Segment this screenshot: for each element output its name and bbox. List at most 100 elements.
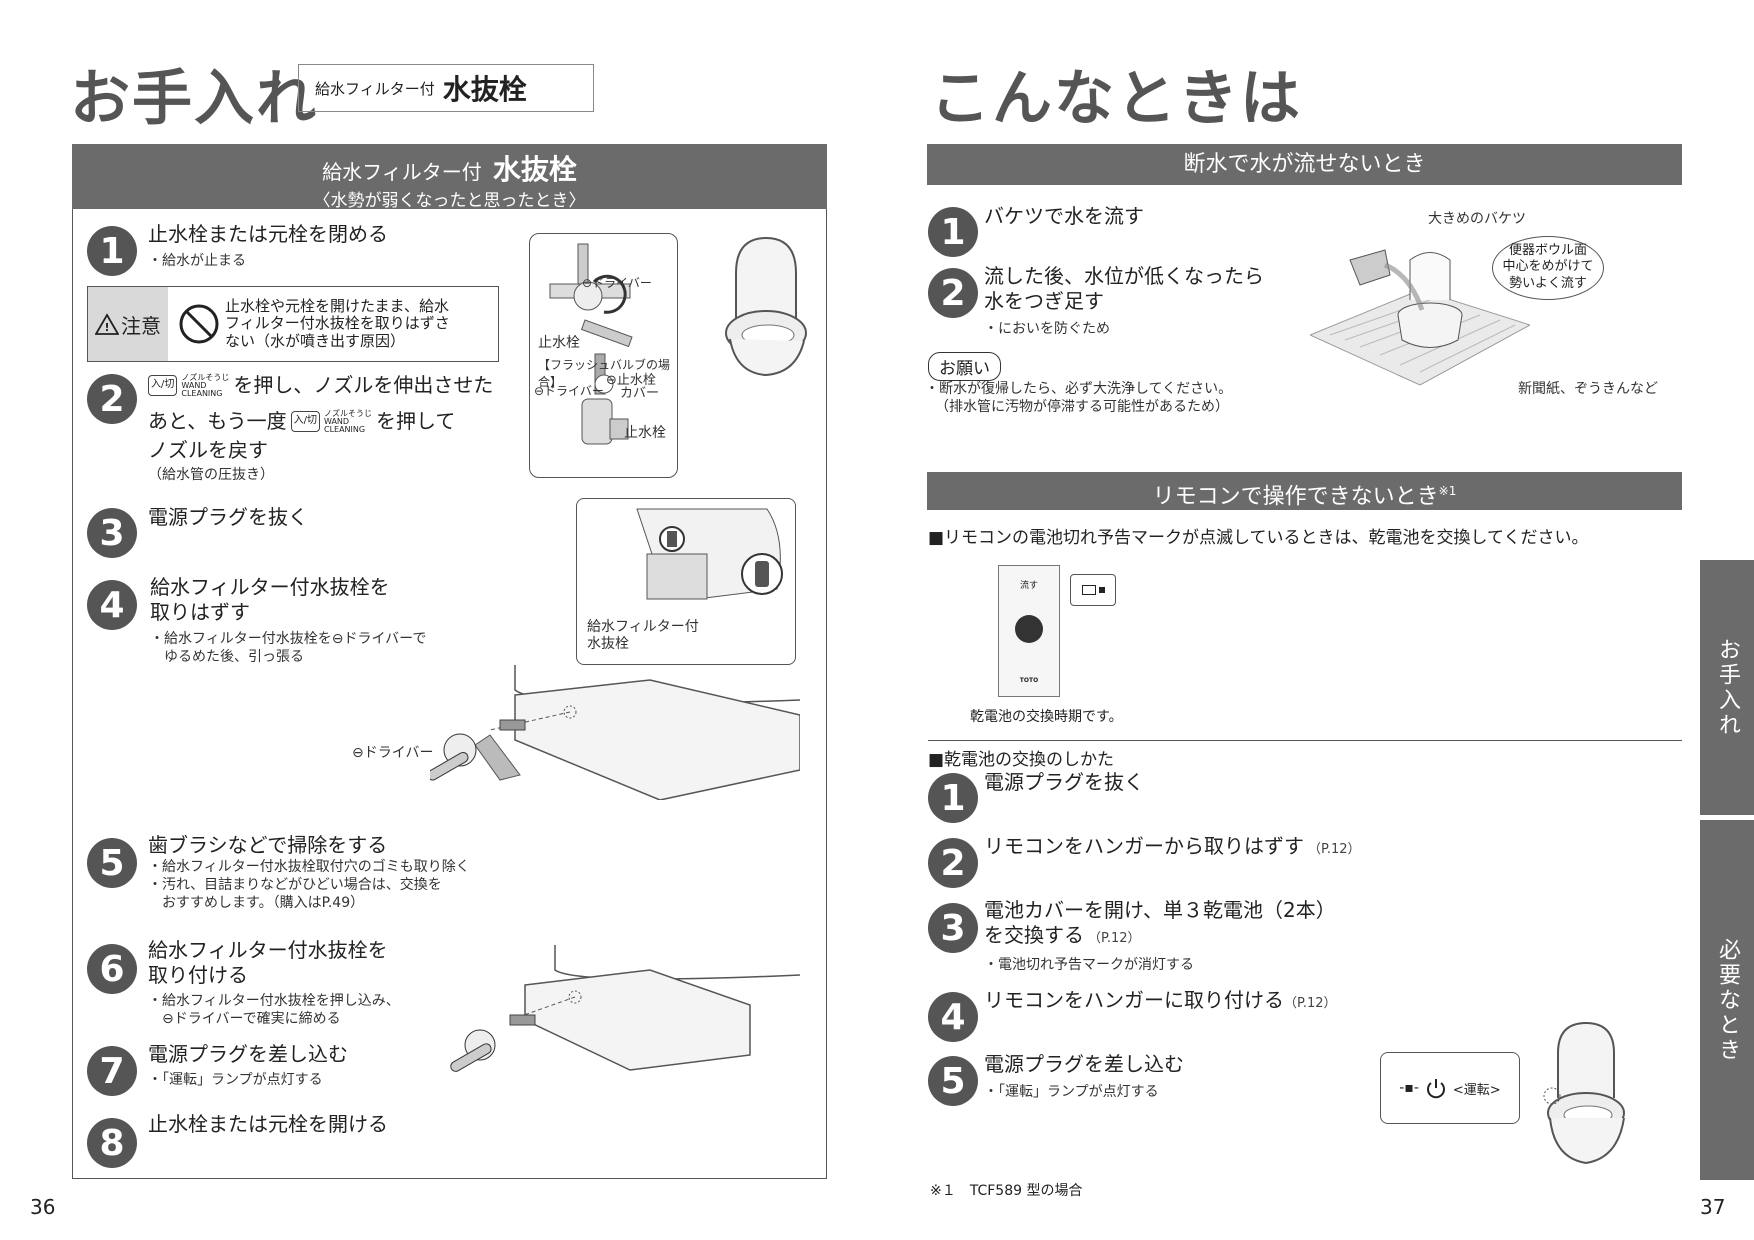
divider (928, 740, 1682, 741)
step-line: 流した後、水位が低くなったら (984, 264, 1264, 288)
section-header-text: リモコンで操作できないとき (1152, 484, 1439, 510)
step-text: 止水栓または元栓を閉める (148, 222, 388, 246)
step-number: 2 (928, 268, 978, 318)
lamp-callout: -▪- <運転> (1380, 1052, 1520, 1124)
filter-label: 給水フィルター付水抜栓 (587, 619, 699, 653)
instruction-bubble: 便器ボウル面 中心をめがけて 勢いよく流す (1492, 236, 1604, 300)
battery-subhead: ■乾電池の交換のしかた (928, 750, 1115, 770)
step-line: 水をつぎ足す (984, 289, 1104, 313)
note-line: ・給水フィルター付水抜栓を⊖ドライバーで (150, 631, 427, 647)
step-text: 流した後、水位が低くなったら水をつぎ足す (984, 264, 1264, 314)
flush-valve-label: 【フラッシュバルブの場合】 (538, 358, 671, 389)
footnote: ※１ TCF589 型の場合 (930, 1183, 1083, 1199)
step-text: 電源プラグを差し込む (984, 1052, 1184, 1076)
page-title-left: お手入れ (70, 64, 318, 134)
note-line: ・汚れ、目詰まりなどがひどい場合は、交換を (148, 877, 442, 894)
toilet-illustration (725, 236, 807, 377)
caution-box: ! 注意 止水栓や元栓を開けたまま、給水 フィルター付水抜栓を取りはずさ ない（… (87, 286, 499, 362)
prohibited-icon (179, 304, 219, 344)
seat-removal-illustration (430, 665, 800, 800)
step-text: 電源プラグを差し込む (148, 1042, 348, 1066)
step-number: 4 (87, 580, 137, 630)
title-subbox: 給水フィルター付 水抜栓 (298, 64, 594, 112)
step-number: 3 (87, 508, 137, 558)
step-note: ・「運転」ランプが点灯する (148, 1072, 323, 1088)
panel-header: 給水フィルター付 水抜栓 〈水勢が弱くなったと思ったとき〉 (72, 144, 827, 211)
step-line: を押して (375, 409, 456, 433)
step-line: 取り付ける (148, 963, 248, 987)
step-text: 電源プラグを抜く (148, 505, 308, 529)
filter-closeup-drawing (636, 508, 783, 600)
subbox-prefix: 給水フィルター付 (315, 79, 435, 98)
step-text: 給水フィルター付水抜栓を取りはずす (150, 575, 390, 625)
stopvalve-label: 止水栓 (624, 425, 666, 441)
power-button-icon: 入/切 (290, 411, 320, 432)
blink-icon (1098, 587, 1105, 593)
bucket-illustration (1310, 249, 1530, 386)
caution-label-area: ! 注意 (88, 287, 168, 361)
step-line: を交換する (984, 923, 1084, 947)
step-text: ノズルを戻す (148, 438, 268, 462)
side-tab-when-needed[interactable]: 必要なとき (1700, 820, 1754, 1180)
lamp-label: <運転> (1452, 1082, 1501, 1098)
power-icon (1426, 1079, 1445, 1099)
driver-label: ⊖ドライバー (534, 384, 604, 398)
caution-line: ない（水が噴き出す原因） (225, 331, 406, 350)
step-text: 電池カバーを開け、単３乾電池（2本）を交換する （P.12） (984, 898, 1336, 948)
page-ref: （P.12） (1088, 931, 1141, 946)
step-text: 止水栓または元栓を開ける (148, 1112, 388, 1136)
warning-icon: ! (95, 313, 119, 335)
note-line: ・給水フィルター付水抜栓取付穴のゴミも取り除く (148, 859, 470, 875)
toilet-illustration (1543, 1021, 1625, 1165)
battery-mark-callout (1070, 574, 1116, 606)
stopvalve-label: 止水栓 (538, 335, 580, 351)
step-text: 歯ブラシなどで掃除をする (148, 833, 388, 857)
step-note: ・電池切れ予告マークが消灯する (984, 957, 1194, 973)
remote-illustration: 流す TOTO (998, 565, 1060, 697)
section-header-water-outage: 断水で水が流せないとき (927, 144, 1682, 185)
step-number: 6 (87, 944, 137, 994)
step-note: ・給水フィルター付水抜栓取付穴のゴミも取り除く・汚れ、目詰まりなどがひどい場合は… (148, 858, 470, 913)
panel-main: 水抜栓 (492, 153, 577, 186)
battery-caption: 乾電池の交換時期です。 (970, 709, 1123, 725)
bubble-line: 便器ボウル面 (1508, 243, 1587, 258)
page-ref: （P.12） (1284, 996, 1337, 1011)
page-number-left: 36 (30, 1195, 56, 1219)
step-line: リモコンをハンガーに取り付ける (984, 988, 1284, 1012)
svg-text:!: ! (104, 321, 109, 334)
step-note: （給水管の圧抜き） (148, 467, 274, 483)
bubble-line: 中心をめがけて (1502, 259, 1594, 275)
nozzle-label: ノズルそうじ (181, 372, 230, 382)
valve-drawing (549, 243, 633, 445)
cover-line: カバー (620, 386, 660, 401)
step-note: ・給水フィルター付水抜栓を押し込み、 ⊖ドライバーで確実に締める (148, 992, 400, 1028)
bubble-line: 勢いよく流す (1509, 275, 1587, 291)
caution-label: 注意 (121, 313, 161, 338)
subbox-main: 水抜栓 (442, 73, 527, 106)
step-note: ・「運転」ランプが点灯する (984, 1084, 1159, 1100)
request-badge: お願い (928, 352, 1001, 381)
step-number: 2 (928, 838, 978, 888)
step-number: 5 (928, 1056, 978, 1106)
step-text: リモコンをハンガーから取りはずす（P.12） (984, 834, 1361, 859)
side-tab-care[interactable]: お手入れ (1700, 560, 1754, 815)
step-text: 電源プラグを抜く (984, 770, 1144, 794)
step-line: を押し、ノズルを伸出させた (233, 373, 494, 397)
filter-line: 給水フィルター付 (587, 619, 699, 635)
caution-text: 止水栓や元栓を開けたまま、給水 フィルター付水抜栓を取りはずさ ない（水が噴き出… (225, 297, 450, 350)
nozzle-label: CLEANING (323, 424, 366, 434)
driver-label: ⊖ドライバー (352, 745, 434, 761)
valve-illustration: ⊖ドライバー 止水栓 【フラッシュバルブの場合】 ⊖ドライバー ⊖止水栓カバー … (529, 233, 678, 478)
step-line: 電池カバーを開け、単３乾電池（2本） (984, 898, 1336, 922)
page-title-right: こんなときは (930, 64, 1302, 134)
step-number: 2 (87, 374, 137, 424)
footnote-ref: ※1 (1438, 484, 1457, 498)
step-line: 取りはずす (150, 600, 250, 624)
step-number: 1 (928, 773, 978, 823)
note-line: おすすめします。（購入はP.49） (148, 895, 365, 912)
section-header-remote: リモコンで操作できないとき※1 (927, 472, 1682, 510)
nozzle-label: WAND (323, 416, 350, 426)
newspaper-label: 新聞紙、ぞうきんなど (1518, 381, 1658, 397)
